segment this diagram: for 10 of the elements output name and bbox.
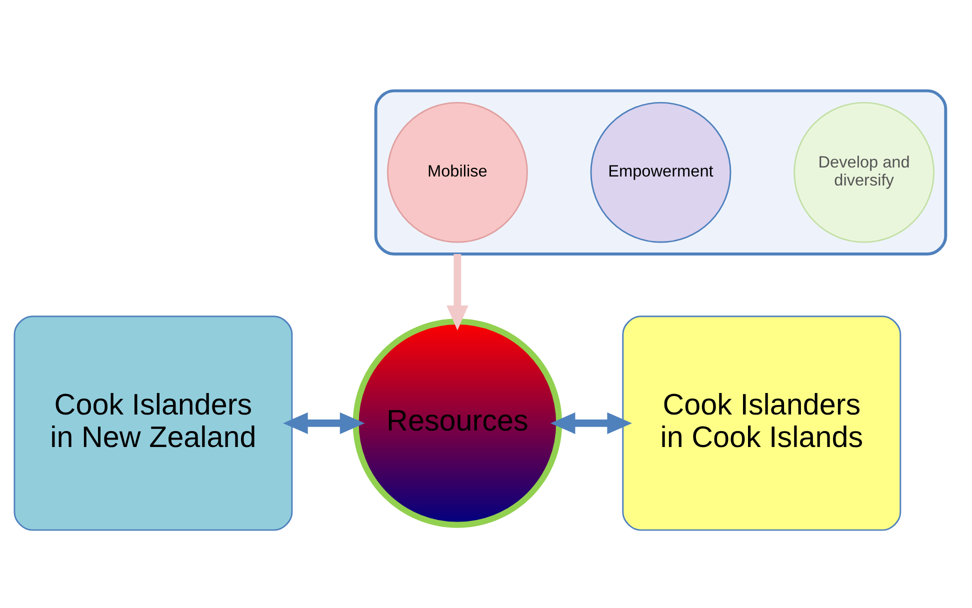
node-circle: Empowerment (590, 101, 732, 242)
node-circle: Develop and diversify (794, 101, 935, 242)
arrow (446, 254, 468, 330)
cluster (374, 88, 948, 256)
node-circle: Mobilise (386, 101, 528, 242)
node-box: Cook Islanders in Cook Islands (622, 315, 902, 530)
node-circle: Resources (352, 318, 562, 528)
arrow (282, 412, 365, 434)
node-box: Cook Islanders in New Zealand (14, 315, 293, 530)
arrow (550, 412, 632, 434)
